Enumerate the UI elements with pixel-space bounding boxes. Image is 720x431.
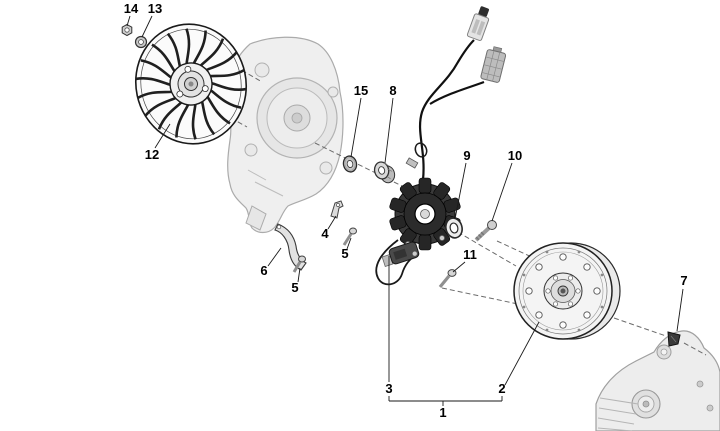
flange-bolt <box>474 220 497 242</box>
leader-4 <box>327 215 337 230</box>
leader-6 <box>267 247 282 267</box>
flange-nut <box>121 23 133 37</box>
callout-5a: 5 <box>341 246 348 261</box>
clip <box>667 331 681 347</box>
leader-13 <box>141 15 153 38</box>
screw-lower <box>292 255 306 273</box>
leader-14 <box>126 15 131 27</box>
washer <box>134 35 148 49</box>
engine-case-ghost <box>595 330 720 431</box>
callout-labels: 14 13 12 15 8 9 10 4 5 6 5 11 7 3 2 1 <box>124 1 688 420</box>
o-ring <box>445 217 463 239</box>
connector-multipin <box>480 46 507 83</box>
rotor-face-holes <box>522 250 604 332</box>
leader-11 <box>452 261 466 273</box>
retaining-bracket <box>330 200 344 219</box>
leader-8 <box>384 97 394 164</box>
cable-clamp <box>405 157 419 169</box>
callout-9: 9 <box>463 148 470 163</box>
screw-upper <box>342 227 357 246</box>
flywheel-rotor <box>513 242 621 340</box>
leader-2 <box>504 321 540 386</box>
wiring-harness <box>375 39 485 286</box>
callout-14: 14 <box>124 1 139 16</box>
callout-4: 4 <box>321 226 329 241</box>
stator-assembly <box>381 177 462 267</box>
connector-2pin <box>466 6 490 41</box>
leader-12 <box>154 123 171 149</box>
callout-10: 10 <box>508 148 522 163</box>
rotor-hub-bolt-holes <box>545 275 581 307</box>
callout-1: 1 <box>439 405 446 420</box>
callout-8: 8 <box>389 83 396 98</box>
pickup-coil <box>381 241 420 267</box>
callout-11: 11 <box>463 247 477 262</box>
callout-3: 3 <box>385 381 392 396</box>
callout-13: 13 <box>148 1 162 16</box>
leader-10 <box>491 162 513 222</box>
leader-lines <box>126 15 684 406</box>
spacer-washer <box>342 155 358 173</box>
callout-12: 12 <box>145 147 159 162</box>
leader-5a <box>346 237 352 250</box>
leader-7 <box>676 288 684 332</box>
crankcase-ghost <box>227 36 344 234</box>
callout-2: 2 <box>498 381 505 396</box>
callout-6: 6 <box>260 263 267 278</box>
cable-guide-bracket <box>274 223 307 271</box>
fan-flywheel-cover <box>134 23 248 145</box>
callout-15: 15 <box>354 83 368 98</box>
leader-9 <box>454 162 467 220</box>
grommet-ring <box>414 142 428 158</box>
callout-5b: 5 <box>291 280 298 295</box>
knurled-collar <box>373 161 396 184</box>
leader-5b <box>297 267 301 283</box>
pickup-screw <box>438 269 457 289</box>
leader-15 <box>350 97 362 158</box>
callout-7: 7 <box>680 273 687 288</box>
